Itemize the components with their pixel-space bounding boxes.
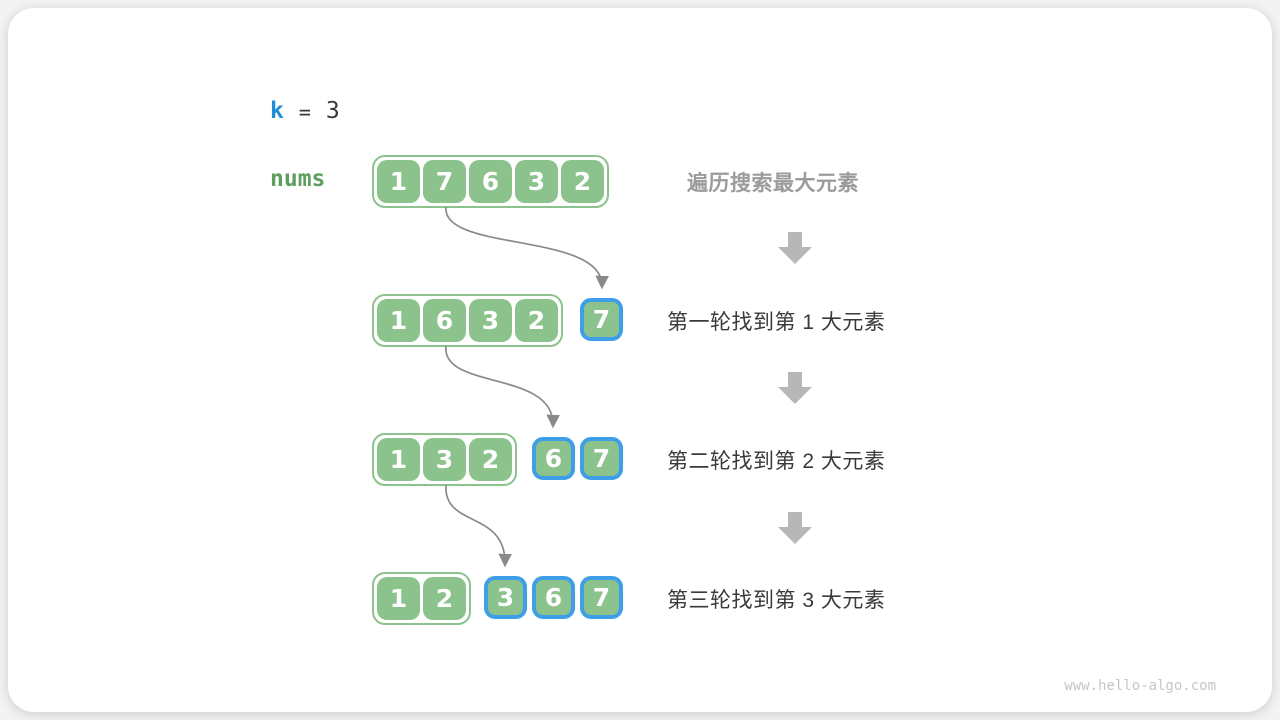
down-block-arrow-3 — [778, 512, 812, 544]
k-value: 3 — [325, 98, 340, 124]
heading-label: 遍历搜索最大元素 — [687, 171, 859, 195]
array-cell-6: 6 — [469, 160, 512, 203]
nums-array-label: nums — [270, 166, 326, 192]
round-2-label: 第二轮找到第 2 大元素 — [667, 449, 886, 473]
k-equation: k = 3 — [270, 98, 340, 124]
array-cell-3: 3 — [515, 160, 558, 203]
array-cell-1: 1 — [377, 160, 420, 203]
swap-arrow-round-3 — [445, 484, 512, 568]
down-block-arrow-2 — [778, 372, 812, 404]
swap-arrow-round-2 — [445, 345, 560, 429]
array-cell-2: 2 — [561, 160, 604, 203]
sorted-cell-6: 6 — [532, 576, 575, 619]
swap-arrow-round-1 — [445, 206, 609, 290]
equals-sign: = — [298, 100, 311, 124]
round-1-label: 第一轮找到第 1 大元素 — [667, 310, 886, 334]
sorted-cell-7: 7 — [580, 576, 623, 619]
k-variable: k — [270, 98, 284, 124]
array-cell-3: 3 — [469, 299, 512, 342]
array-cell-2: 2 — [515, 299, 558, 342]
sorted-cell-7: 7 — [580, 298, 623, 341]
round-3-label: 第三轮找到第 3 大元素 — [667, 588, 886, 612]
array-cell-6: 6 — [423, 299, 466, 342]
sorted-cell-6: 6 — [532, 437, 575, 480]
sorted-cell-7: 7 — [580, 437, 623, 480]
sorted-cell-3: 3 — [484, 576, 527, 619]
diagram-card — [8, 8, 1272, 712]
array-cell-7: 7 — [423, 160, 466, 203]
array-cell-3: 3 — [423, 438, 466, 481]
array-cell-1: 1 — [377, 299, 420, 342]
watermark: www.hello-algo.com — [1064, 678, 1216, 694]
array-cell-2: 2 — [469, 438, 512, 481]
down-block-arrow-1 — [778, 232, 812, 264]
array-cell-2: 2 — [423, 577, 466, 620]
array-cell-1: 1 — [377, 438, 420, 481]
array-cell-1: 1 — [377, 577, 420, 620]
